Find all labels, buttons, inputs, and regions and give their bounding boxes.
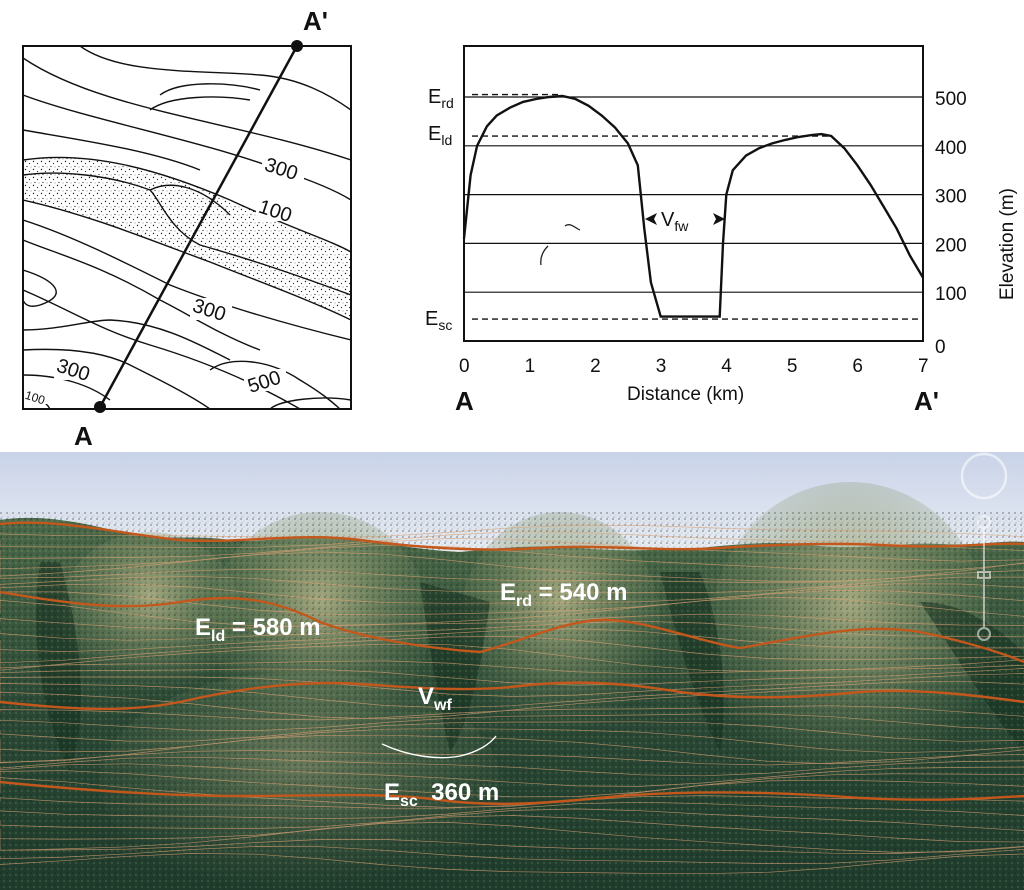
y-tick-label: 100 bbox=[935, 284, 967, 305]
minor-contour-line bbox=[0, 538, 1024, 562]
x-tick-label: 2 bbox=[590, 356, 601, 377]
x-tick-label: 6 bbox=[852, 356, 863, 377]
x-tick-label: 5 bbox=[787, 356, 798, 377]
topographic-map: 300 100 300 300 500 100 A A' bbox=[22, 6, 352, 451]
minor-contour-line bbox=[0, 636, 1024, 664]
minor-contour-line bbox=[0, 660, 1024, 675]
compass-ring[interactable] bbox=[960, 452, 1008, 500]
minor-contour-line bbox=[0, 756, 1024, 777]
minor-contour-line bbox=[0, 596, 1024, 627]
section-endpoint-a-prime bbox=[291, 40, 303, 52]
label-v-wf: Vwf bbox=[418, 683, 452, 714]
label-v-fw: Vfw bbox=[661, 209, 689, 234]
minor-contour-line bbox=[0, 673, 1024, 697]
foliage-texture bbox=[0, 512, 1024, 890]
label-e-rd: Erd bbox=[428, 86, 454, 111]
map-label-a-prime: A' bbox=[303, 6, 328, 36]
minor-contour-line bbox=[0, 815, 1024, 843]
minor-contour-line bbox=[0, 531, 1024, 551]
scan-mark bbox=[540, 245, 549, 266]
label-e-sc: Esc bbox=[425, 308, 452, 333]
minor-contour-line bbox=[0, 808, 1024, 831]
zoom-slider-handle[interactable] bbox=[977, 571, 991, 579]
minor-contour-line bbox=[0, 728, 1024, 754]
map-frame bbox=[22, 45, 352, 410]
minor-contour-line bbox=[0, 613, 1024, 630]
diagram-panel: 300 100 300 300 500 100 A A' bbox=[22, 6, 1018, 451]
label-e-ld: Eld bbox=[428, 123, 452, 148]
valley-floor-marker bbox=[381, 735, 497, 759]
label-e-ld-580: Eld = 580 m bbox=[195, 614, 321, 645]
terrain-svg: Eld = 580 m Erd = 540 m Vwf Esc 360 m bbox=[0, 452, 1024, 890]
minor-contour-line bbox=[0, 688, 1024, 720]
profile-label-a-prime: A' bbox=[914, 386, 939, 416]
v-fw-arrow-left bbox=[645, 213, 657, 225]
v-fw-arrow-right bbox=[713, 213, 725, 225]
profile-label-a: A bbox=[455, 386, 474, 416]
minor-contour-line bbox=[0, 750, 1024, 766]
terrain-labels: Eld = 580 m Erd = 540 m Vwf Esc 360 m bbox=[195, 579, 627, 810]
y-tick-label: 200 bbox=[935, 235, 967, 256]
y-tick-label: 0 bbox=[935, 337, 946, 358]
minor-contour-line bbox=[0, 668, 1024, 686]
minor-contour-line bbox=[0, 680, 1024, 709]
minor-contour-line bbox=[0, 721, 1024, 742]
minor-contour-line bbox=[0, 590, 1024, 616]
minor-contour-line bbox=[0, 705, 1024, 721]
x-tick-label: 4 bbox=[721, 356, 732, 377]
minor-contour-line bbox=[0, 575, 1024, 593]
minor-contour-line bbox=[0, 628, 1024, 652]
label-e-sc-360: Esc 360 m bbox=[384, 779, 499, 810]
minor-contours bbox=[0, 524, 1024, 875]
contour-label: 100 bbox=[23, 388, 47, 408]
minor-contour-line bbox=[0, 583, 1024, 604]
profile-x-axis-title: Distance (km) bbox=[627, 384, 744, 405]
minor-contour-line bbox=[0, 801, 1024, 819]
section-line bbox=[98, 45, 299, 408]
minor-contour-line bbox=[0, 822, 1024, 853]
contour-labels bbox=[24, 157, 304, 404]
map-label-a: A bbox=[74, 421, 93, 451]
minor-contour-line bbox=[0, 568, 1024, 584]
profile-y-ticks: 0 100 200 300 400 500 bbox=[935, 89, 967, 358]
minor-contour-line bbox=[0, 795, 1024, 809]
profile-gridlines bbox=[464, 96, 923, 293]
label-e-rd-540: Erd = 540 m bbox=[500, 579, 627, 610]
minor-contour-line bbox=[0, 763, 1024, 787]
v-fw-backdrop bbox=[652, 206, 718, 232]
minor-contour-line bbox=[0, 770, 1024, 798]
scan-mark bbox=[564, 224, 581, 231]
terrain-3d-view: Eld = 580 m Erd = 540 m Vwf Esc 360 m bbox=[0, 452, 1024, 890]
minor-contour-line bbox=[0, 839, 1024, 854]
minor-contour-line bbox=[0, 524, 1024, 539]
section-endpoint-a bbox=[94, 401, 106, 413]
profile-x-ticks: 0 1 2 3 4 5 6 7 bbox=[459, 356, 929, 377]
navigation-control[interactable] bbox=[960, 452, 1008, 641]
x-tick-label: 7 bbox=[918, 356, 929, 377]
profile-reference-lines bbox=[472, 93, 923, 320]
y-tick-label: 400 bbox=[935, 138, 967, 159]
valley-floor-stipple bbox=[23, 157, 351, 320]
x-tick-label: 1 bbox=[525, 356, 536, 377]
profile-line bbox=[462, 94, 925, 318]
y-tick-label: 300 bbox=[935, 187, 967, 208]
diagram-svg: 300 100 300 300 500 100 A A' bbox=[22, 6, 1018, 451]
profile-y-axis-title: Elevation (m) bbox=[997, 188, 1018, 300]
profile-frame bbox=[463, 45, 924, 342]
zoom-slider-bottom[interactable] bbox=[977, 627, 991, 641]
x-tick-label: 3 bbox=[656, 356, 667, 377]
y-tick-label: 500 bbox=[935, 89, 967, 110]
minor-contour-line bbox=[0, 713, 1024, 731]
x-tick-label: 0 bbox=[459, 356, 470, 377]
minor-contour-line bbox=[0, 846, 1024, 864]
major-contours bbox=[0, 521, 1024, 806]
minor-contour-line bbox=[0, 620, 1024, 641]
minor-contour-line bbox=[0, 853, 1024, 875]
